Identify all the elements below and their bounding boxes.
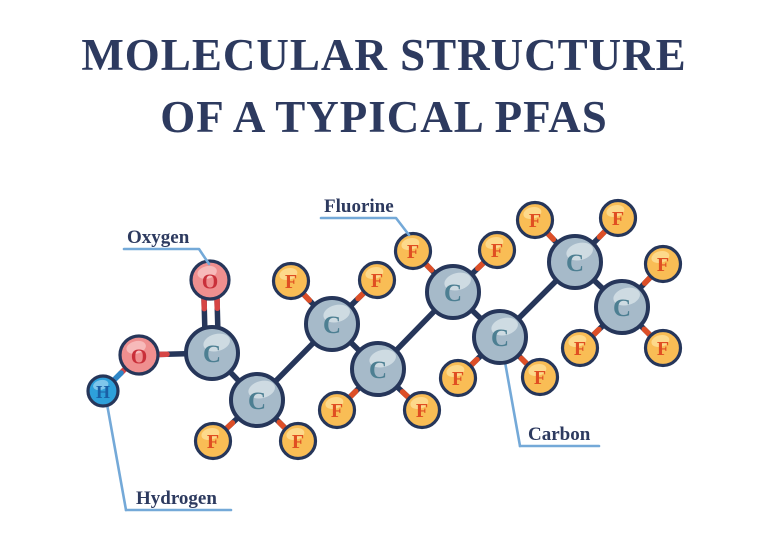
sphere-highlight	[485, 236, 504, 250]
atom-C5-carbon: C	[425, 264, 481, 320]
atom-C8-carbon: C	[594, 279, 650, 335]
fluorine-label-underline	[319, 216, 411, 237]
sphere-highlight	[491, 317, 518, 336]
sphere-highlight	[401, 237, 420, 251]
atom-symbol-C7: C	[566, 250, 584, 277]
atom-symbol-C3: C	[323, 312, 341, 339]
atom-C7-carbon: C	[547, 234, 603, 290]
atom-O2-oxygen: O	[118, 334, 160, 376]
atom-F11-fluorine: F	[515, 200, 555, 240]
atom-F4-fluorine: F	[357, 260, 397, 300]
atom-symbol-C8: C	[613, 295, 631, 322]
atom-C1-carbon: C	[184, 325, 240, 381]
page-title: MOLECULAR STRUCTURE OF A TYPICAL PFAS	[0, 24, 768, 148]
sphere-highlight	[126, 340, 146, 354]
atom-H1-hydrogen: H	[86, 374, 120, 408]
sphere-highlight	[651, 334, 670, 348]
atom-F7-fluorine: F	[393, 231, 433, 271]
atom-symbol-H1: H	[96, 382, 110, 402]
atom-F6-fluorine: F	[402, 390, 442, 430]
sphere-highlight	[325, 396, 344, 410]
sphere-highlight	[606, 204, 625, 218]
atom-symbol-F6: F	[416, 400, 428, 422]
atom-O1-oxygen: O	[189, 259, 231, 301]
label-oxygen: Oxygen	[127, 227, 190, 248]
label-leader-lines	[105, 360, 522, 512]
atom-F13-fluorine: F	[643, 244, 683, 284]
sphere-highlight	[568, 334, 587, 348]
atom-F8-fluorine: F	[477, 230, 517, 270]
sphere-highlight	[323, 304, 350, 323]
hydrogen-leader-line	[105, 402, 128, 512]
label-carbon: Carbon	[528, 424, 591, 445]
atom-F14-fluorine: F	[560, 328, 600, 368]
atom-symbol-F3: F	[285, 271, 297, 293]
sphere-highlight	[613, 287, 640, 306]
atom-F5-fluorine: F	[317, 390, 357, 430]
atom-symbol-C5: C	[444, 280, 462, 307]
atom-F3-fluorine: F	[271, 261, 311, 301]
atom-F9-fluorine: F	[438, 358, 478, 398]
sphere-highlight	[446, 364, 465, 378]
sphere-highlight	[93, 379, 109, 391]
sphere-highlight	[197, 265, 217, 279]
atom-C4-carbon: C	[350, 341, 406, 397]
sphere-highlight	[279, 267, 298, 281]
atom-symbol-F8: F	[491, 240, 503, 262]
sphere-highlight	[523, 206, 542, 220]
atom-symbol-F12: F	[612, 208, 624, 230]
atom-symbol-C6: C	[491, 325, 509, 352]
page-title-line1: MOLECULAR STRUCTURE	[81, 30, 687, 80]
sphere-highlight	[365, 266, 384, 280]
atom-C6-carbon: C	[472, 309, 528, 365]
atom-symbol-O2: O	[131, 344, 147, 368]
sphere-highlight	[651, 250, 670, 264]
atom-symbol-C1: C	[203, 341, 221, 368]
atom-F2-fluorine: F	[278, 421, 318, 461]
atom-symbol-F9: F	[452, 368, 464, 390]
atom-symbol-C2: C	[248, 388, 266, 415]
atom-symbol-F2: F	[292, 431, 304, 453]
sphere-highlight	[201, 427, 220, 441]
sphere-highlight	[248, 380, 275, 399]
atom-symbol-F4: F	[371, 270, 383, 292]
label-hydrogen: Hydrogen	[136, 488, 217, 509]
sphere-highlight	[286, 427, 305, 441]
atom-symbol-F1: F	[207, 431, 219, 453]
atom-symbol-O1: O	[202, 269, 218, 293]
atom-F15-fluorine: F	[643, 328, 683, 368]
atom-symbol-C4: C	[369, 357, 387, 384]
atom-symbol-F5: F	[331, 400, 343, 422]
atom-F12-fluorine: F	[598, 198, 638, 238]
label-fluorine: Fluorine	[324, 196, 394, 217]
atom-symbol-F13: F	[657, 254, 669, 276]
atom-C2-carbon: C	[229, 372, 285, 428]
page-title-line2: OF A TYPICAL PFAS	[160, 92, 608, 142]
carbon-leader-line	[503, 360, 522, 448]
atom-symbol-F15: F	[657, 338, 669, 360]
atom-F1-fluorine: F	[193, 421, 233, 461]
atom-C3-carbon: C	[304, 296, 360, 352]
sphere-highlight	[369, 349, 396, 368]
atom-symbol-F7: F	[407, 241, 419, 263]
atom-F10-fluorine: F	[520, 357, 560, 397]
sphere-highlight	[444, 272, 471, 291]
atom-symbol-F11: F	[529, 210, 541, 232]
atom-symbol-F14: F	[574, 338, 586, 360]
atom-symbol-F10: F	[534, 367, 546, 389]
oxygen-label-underline	[122, 247, 211, 266]
sphere-highlight	[410, 396, 429, 410]
sphere-highlight	[203, 333, 230, 352]
sphere-highlight	[566, 242, 593, 261]
sphere-highlight	[528, 363, 547, 377]
